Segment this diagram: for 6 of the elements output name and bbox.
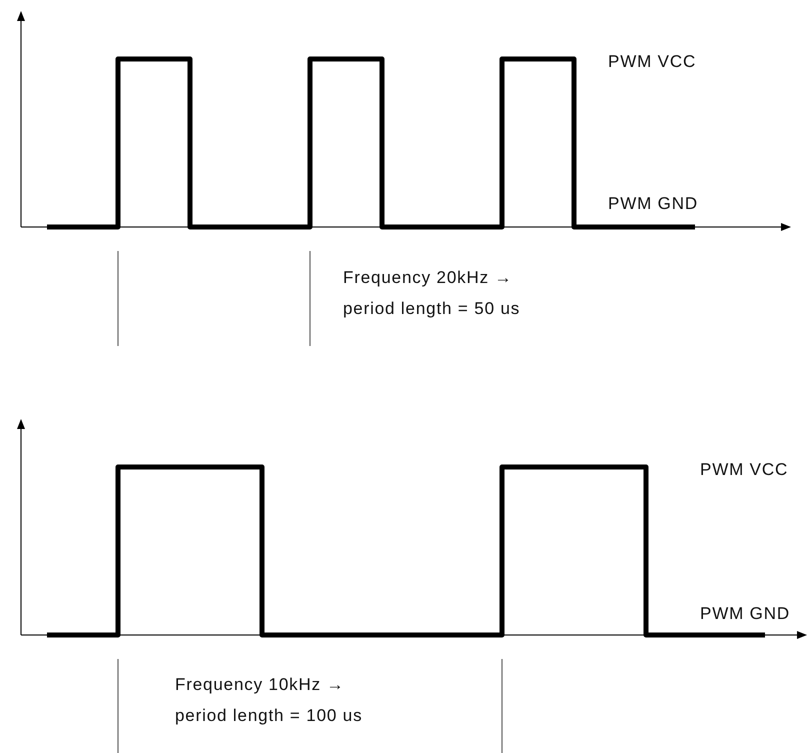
- signal-label: PWM VCC: [608, 51, 696, 73]
- signal-label: PWM GND: [608, 193, 698, 215]
- signal-label: Frequency 10kHz → period length = 100 us: [175, 674, 364, 727]
- signal-label: PWM VCC: [700, 459, 788, 481]
- signal-label: PWM GND: [700, 603, 790, 625]
- signal-label: Frequency 20kHz → period length = 50 us: [343, 267, 522, 320]
